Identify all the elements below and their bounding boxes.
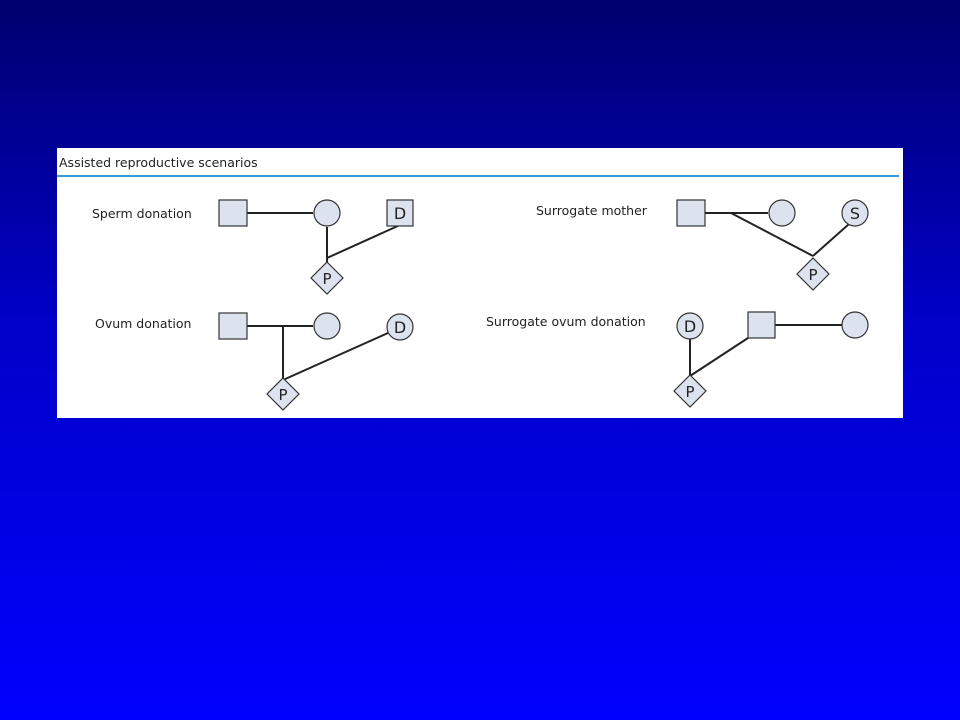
male-square-icon — [747, 311, 776, 339]
child-mark: P — [685, 383, 694, 401]
donor-mark: D — [394, 204, 406, 223]
male-square-icon — [218, 199, 248, 227]
donor-mark: D — [394, 318, 406, 337]
scenario-surrogate-mother: Surrogate mother S P — [536, 199, 869, 291]
scenario-label: Surrogate ovum donation — [486, 314, 646, 329]
donor-male-square-icon — [386, 199, 414, 227]
father-line — [689, 337, 749, 377]
scenario-label: Ovum donation — [95, 316, 191, 331]
scenario-surrogate-ovum-donation: Surrogate ovum donation D P — [486, 311, 869, 408]
diagram-panel: Assisted reproductive scenarios Sperm do… — [57, 148, 903, 418]
title-rule — [57, 175, 899, 177]
pedigree-diagram: Sperm donation D P Surrogate mother S P — [92, 199, 869, 411]
scenario-ovum-donation: Ovum donation D P — [95, 312, 414, 411]
pregnancy-diamond-icon — [673, 374, 707, 408]
child-mark: P — [278, 386, 287, 404]
scenario-sperm-donation: Sperm donation D P — [92, 199, 414, 295]
donor-line — [282, 332, 389, 381]
donor-mark: S — [850, 204, 860, 223]
male-square-icon — [218, 312, 248, 340]
scenario-label: Surrogate mother — [536, 203, 648, 218]
female-circle-icon — [313, 312, 341, 340]
male-square-icon — [676, 199, 706, 227]
female-circle-icon — [768, 199, 796, 227]
scenario-label: Sperm donation — [92, 206, 192, 221]
donor-mark: D — [684, 317, 696, 336]
donor-line — [326, 224, 401, 259]
pregnancy-diamond-icon — [310, 261, 344, 295]
donor-circle-icon — [386, 313, 414, 341]
donor-circle-icon — [676, 312, 704, 340]
pregnancy-diamond-icon — [796, 257, 830, 291]
female-circle-icon — [313, 199, 341, 227]
female-circle-icon — [841, 311, 869, 339]
descent-line — [730, 212, 814, 257]
child-mark: P — [322, 270, 331, 288]
pregnancy-diamond-icon — [266, 377, 300, 411]
surrogate-circle-icon — [841, 199, 869, 227]
surrogate-line — [812, 223, 850, 257]
child-mark: P — [808, 266, 817, 284]
panel-title: Assisted reproductive scenarios — [59, 155, 258, 170]
